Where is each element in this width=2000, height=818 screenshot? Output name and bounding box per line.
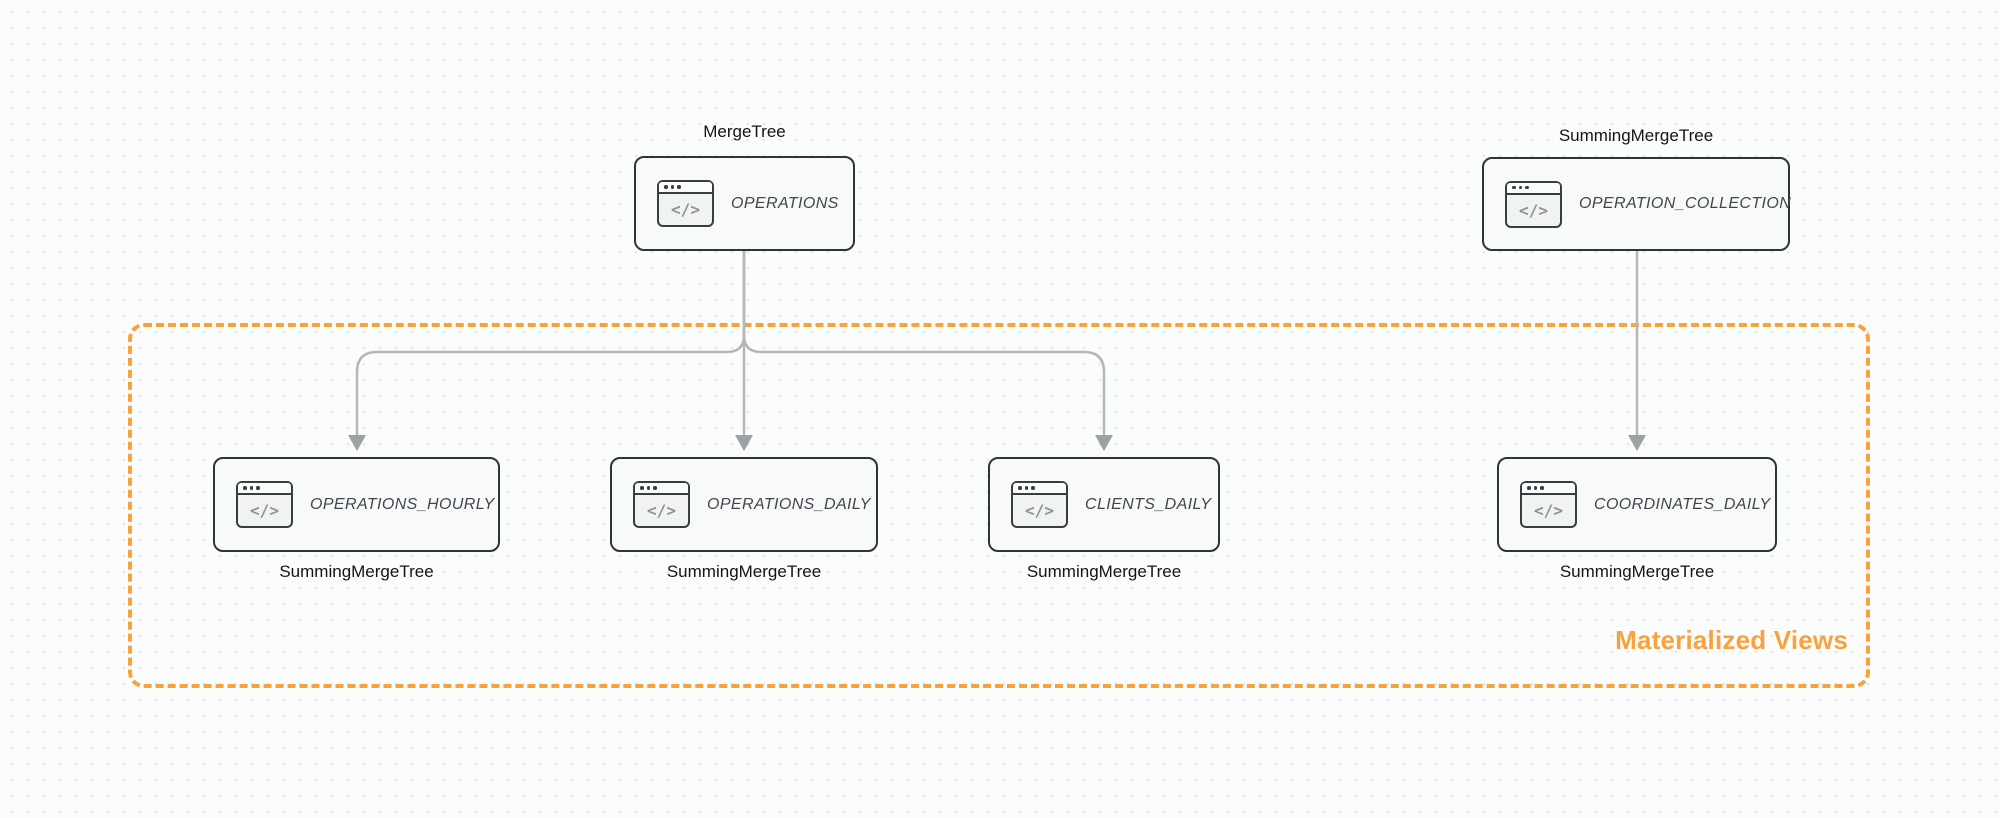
code-glyph: </> [1519,200,1548,220]
code-window-icon-titlebar [659,182,712,194]
materialized-views-group-label: Materialized Views [1615,625,1848,655]
node-coordinates-daily[interactable]: </> COORDINATES_DAILY [1497,457,1777,552]
engine-label-coordinates-daily: SummingMergeTree [1559,562,1715,581]
code-window-icon: </> [236,481,293,528]
code-window-icon-titlebar [238,483,291,495]
engine-label-operations-daily: SummingMergeTree [666,562,822,581]
arrowhead-operations-hourly [348,435,366,451]
code-window-icon: </> [1505,180,1562,228]
code-glyph: </> [671,200,700,219]
code-window-icon: </> [1011,481,1068,528]
edge-operations-to-operations-hourly [355,251,746,436]
code-window-icon-titlebar [1013,483,1066,495]
node-title: OPERATION_COLLECTION [1579,195,1792,212]
code-window-icon-titlebar [1522,483,1575,495]
node-clients-daily[interactable]: </> CLIENTS_DAILY [988,457,1220,552]
node-title: COORDINATES_DAILY [1594,495,1771,513]
code-glyph: </> [250,501,279,520]
arrowhead-clients-daily [1095,435,1113,451]
code-window-icon: </> [657,180,714,227]
node-operations[interactable]: </> OPERATIONS [634,156,855,251]
node-title: CLIENTS_DAILY [1085,495,1212,513]
engine-label-operation-collection: SummingMergeTree [1558,126,1714,145]
node-title: OPERATIONS [731,194,839,212]
node-operations-hourly[interactable]: </> OPERATIONS_HOURLY [213,457,500,552]
engine-label-clients-daily: SummingMergeTree [1026,562,1182,581]
arrowhead-coordinates-daily [1628,435,1646,451]
code-window-icon: </> [1520,481,1577,528]
code-window-icon: </> [633,481,690,528]
node-operation-collection[interactable]: </> OPERATION_COLLECTION [1482,157,1792,251]
code-window-icon-titlebar [1507,182,1560,195]
arrowhead-operations-daily [735,435,753,451]
node-title: OPERATIONS_HOURLY [310,495,495,513]
node-title: OPERATIONS_DAILY [707,495,871,513]
engine-label-operations: MergeTree [703,122,786,141]
materialized-views-group-box [128,323,1870,688]
code-glyph: </> [1534,501,1563,520]
node-operations-daily[interactable]: </> OPERATIONS_DAILY [610,457,878,552]
code-glyph: </> [647,501,676,520]
code-window-icon-titlebar [635,483,688,495]
engine-label-operations-hourly: SummingMergeTree [279,562,434,581]
edge-operations-to-clients-daily [742,251,1106,436]
code-glyph: </> [1025,501,1054,520]
